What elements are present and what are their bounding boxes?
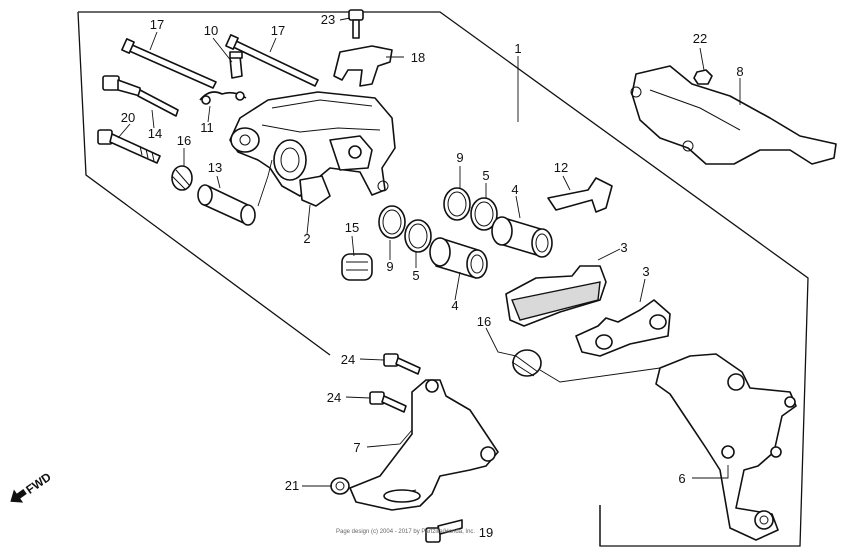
callout-14: 14 bbox=[148, 126, 162, 141]
callout-5-lower: 5 bbox=[412, 268, 419, 283]
leader-lines bbox=[117, 17, 741, 487]
callout-23: 23 bbox=[321, 12, 335, 27]
callout-5-upper: 5 bbox=[482, 168, 489, 183]
brake-pad-3-lower bbox=[575, 299, 671, 357]
footer-copyright: Page design (c) 2004 - 2017 by Partzilla… bbox=[336, 529, 475, 535]
caliper-pin-long-a bbox=[121, 38, 217, 89]
callout-21: 21 bbox=[285, 478, 299, 493]
dust-seal-5-right bbox=[470, 197, 498, 231]
caliper-bolt-14 bbox=[102, 75, 179, 117]
callout-13: 13 bbox=[208, 160, 222, 175]
callout-10: 10 bbox=[204, 23, 218, 38]
callout-7: 7 bbox=[353, 440, 360, 455]
callout-16-upper: 16 bbox=[177, 133, 191, 148]
sleeve-13 bbox=[197, 184, 256, 226]
piston-seal-9-left bbox=[378, 205, 406, 239]
callout-9-upper: 9 bbox=[456, 150, 463, 165]
callout-20: 20 bbox=[121, 110, 135, 125]
caliper-pin-long-b bbox=[225, 34, 319, 87]
callout-24-lower: 24 bbox=[327, 390, 341, 405]
callout-1: 1 bbox=[514, 41, 521, 56]
nut-21 bbox=[330, 477, 350, 495]
callout-12: 12 bbox=[554, 160, 568, 175]
callout-3-upper: 3 bbox=[620, 240, 627, 255]
callout-18: 18 bbox=[411, 50, 425, 65]
bolt-24-upper bbox=[383, 353, 421, 375]
piston-seal-9-right bbox=[443, 187, 471, 221]
callout-4-lower: 4 bbox=[451, 298, 458, 313]
nut-22 bbox=[693, 69, 713, 85]
caliper-bolt-20 bbox=[97, 129, 161, 164]
callout-16-lower: 16 bbox=[477, 314, 491, 329]
caliper-stay-7 bbox=[349, 379, 499, 511]
dust-seal-5-left bbox=[404, 219, 432, 253]
boot-16-lower bbox=[511, 349, 542, 377]
caliper-body bbox=[229, 91, 396, 207]
callout-17-right: 17 bbox=[271, 23, 285, 38]
callout-15: 15 bbox=[345, 220, 359, 235]
callout-2: 2 bbox=[303, 231, 310, 246]
callout-3-lower: 3 bbox=[642, 264, 649, 279]
bolt-23 bbox=[348, 9, 364, 39]
fwd-label: FWD bbox=[23, 470, 54, 497]
bleeder-cap bbox=[199, 91, 247, 105]
caliper-guard-8 bbox=[630, 65, 837, 165]
piston-4-right bbox=[491, 216, 553, 258]
bolt-24-lower bbox=[369, 391, 407, 413]
callout-6: 6 bbox=[678, 471, 685, 486]
boot-15 bbox=[341, 253, 373, 281]
callout-labels: 1 2 3 3 4 4 5 5 6 7 8 9 9 10 11 12 13 14… bbox=[121, 12, 744, 540]
fwd-arrow-icon: FWD bbox=[10, 470, 54, 503]
callout-19: 19 bbox=[479, 525, 493, 540]
callout-11: 11 bbox=[200, 120, 214, 135]
callout-9-lower: 9 bbox=[386, 259, 393, 274]
pad-spring-bracket-18 bbox=[333, 45, 393, 87]
pad-spring-12 bbox=[547, 177, 613, 213]
bleeder-valve bbox=[229, 51, 243, 79]
brake-pad-3-upper bbox=[505, 265, 607, 327]
callout-4-upper: 4 bbox=[511, 182, 518, 197]
callout-8: 8 bbox=[736, 64, 743, 79]
callout-22: 22 bbox=[693, 31, 707, 46]
callout-24-upper: 24 bbox=[341, 352, 355, 367]
boot-16-upper bbox=[171, 165, 193, 191]
piston-4-left bbox=[429, 237, 488, 279]
bolt-19 bbox=[425, 519, 463, 543]
callout-17-left: 17 bbox=[150, 17, 164, 32]
caliper-bracket-6 bbox=[655, 353, 797, 541]
